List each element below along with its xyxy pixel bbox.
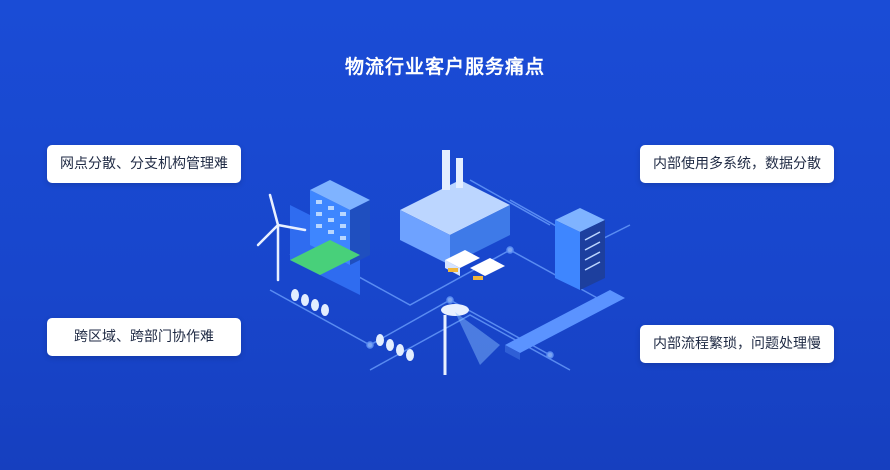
- server-building-icon: [555, 208, 605, 290]
- platform-icon: [505, 290, 625, 360]
- pain-point-card-scattered-outlets: 网点分散、分支机构管理难: [47, 145, 241, 183]
- storage-tanks-icon: [291, 289, 414, 361]
- wind-turbine-icon: [256, 193, 307, 282]
- isometric-logistics-illustration: [256, 150, 631, 375]
- pain-point-card-multiple-systems: 内部使用多系统，数据分散: [640, 145, 834, 183]
- lamp-icon: [441, 304, 500, 375]
- truck-icon: [445, 250, 505, 280]
- pain-point-card-cross-department: 跨区域、跨部门协作难: [47, 318, 241, 356]
- office-building-icon: [290, 180, 370, 295]
- pain-point-card-slow-process: 内部流程繁琐，问题处理慢: [640, 325, 834, 363]
- factory-icon: [400, 150, 510, 265]
- page-title: 物流行业客户服务痛点: [344, 56, 545, 78]
